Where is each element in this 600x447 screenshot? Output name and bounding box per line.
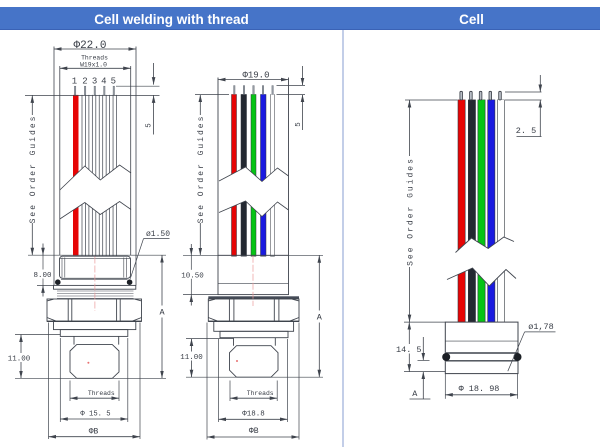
svg-text:A: A xyxy=(412,389,418,399)
svg-text:Φ22.0: Φ22.0 xyxy=(73,40,106,52)
svg-text:Φ18.8: Φ18.8 xyxy=(242,410,265,418)
svg-text:See Order Guides: See Order Guides xyxy=(406,157,415,266)
svg-text:See Order Guides: See Order Guides xyxy=(29,115,38,224)
svg-text:Φ19.0: Φ19.0 xyxy=(242,71,269,81)
svg-text:8.00: 8.00 xyxy=(33,272,52,280)
svg-text:See Order Guides: See Order Guides xyxy=(197,115,206,224)
svg-text:5: 5 xyxy=(146,123,154,128)
svg-text:Threads: Threads xyxy=(88,390,115,397)
svg-text:4: 4 xyxy=(101,77,106,87)
svg-text:5: 5 xyxy=(111,77,116,87)
svg-text:ø1.50: ø1.50 xyxy=(146,230,170,239)
svg-text:14. 5: 14. 5 xyxy=(396,345,422,355)
svg-text:Threads: Threads xyxy=(81,55,108,62)
svg-text:3: 3 xyxy=(92,77,97,87)
svg-text:ø1,78: ø1,78 xyxy=(528,322,554,332)
svg-text:5: 5 xyxy=(295,122,303,127)
svg-text:A: A xyxy=(317,313,323,323)
svg-text:11.00: 11.00 xyxy=(180,354,203,362)
svg-text:2. 5: 2. 5 xyxy=(516,126,536,136)
svg-text:10.50: 10.50 xyxy=(181,273,204,281)
svg-text:Φ 15. 5: Φ 15. 5 xyxy=(80,410,110,418)
svg-text:ΦB: ΦB xyxy=(89,427,99,436)
svg-text:Φ 18. 98: Φ 18. 98 xyxy=(459,384,500,394)
svg-text:A: A xyxy=(159,308,165,318)
svg-text:11.00: 11.00 xyxy=(8,356,31,364)
svg-text:Threads: Threads xyxy=(247,390,274,397)
svg-text:1: 1 xyxy=(72,77,77,87)
svg-text:2: 2 xyxy=(82,77,87,87)
svg-text:W19x1.0: W19x1.0 xyxy=(80,62,107,69)
svg-text:ΦB: ΦB xyxy=(249,427,259,436)
